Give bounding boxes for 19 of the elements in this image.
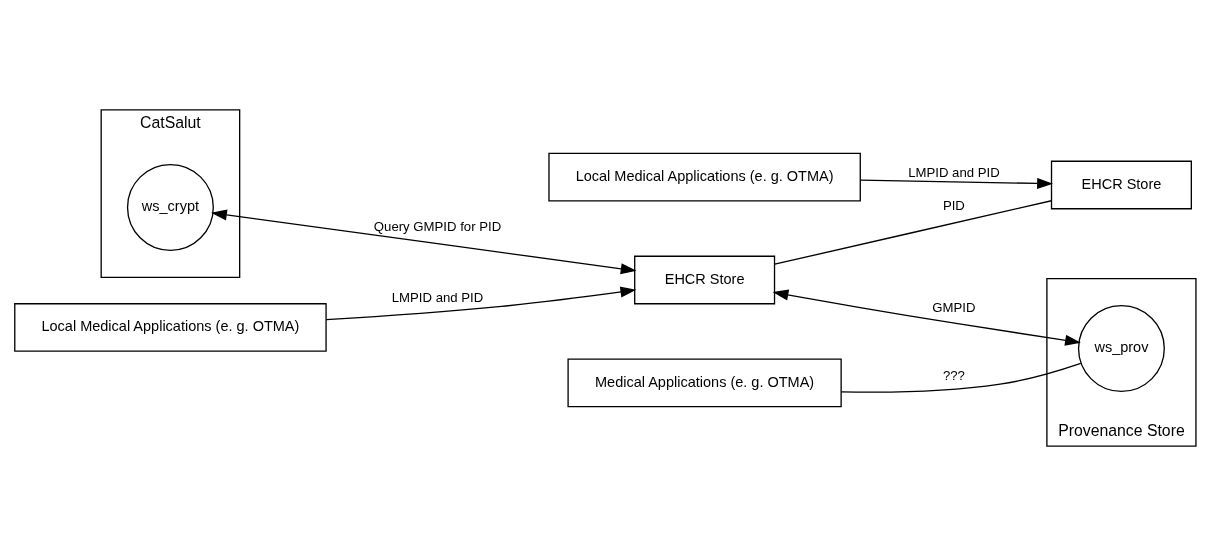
connector bbox=[774, 199, 1053, 265]
edge-label: Query GMPID for PID bbox=[373, 218, 502, 234]
edge-label: GMPID bbox=[932, 299, 976, 315]
edge-label: ??? bbox=[942, 367, 965, 383]
edge-label: LMPID and PID bbox=[908, 164, 1000, 180]
node-box: Local Medical Applications (e. g. OTMA) bbox=[14, 302, 327, 352]
edge-label: PID bbox=[942, 197, 965, 213]
connector bbox=[840, 362, 1082, 393]
arrow bbox=[860, 177, 1053, 189]
arrow bbox=[772, 288, 1081, 346]
node-box: Local Medical Applications (e. g. OTMA) bbox=[548, 152, 861, 201]
edge-label: LMPID and PID bbox=[391, 289, 484, 305]
node-circle: ws_prov bbox=[1077, 304, 1165, 392]
node-circle: ws_crypt bbox=[126, 163, 214, 251]
node-box: Medical Applications (e. g. OTMA) bbox=[567, 357, 842, 407]
arrow bbox=[325, 286, 637, 320]
node-box: EHCR Store bbox=[1050, 160, 1192, 209]
arrow bbox=[211, 208, 637, 274]
node-box: EHCR Store bbox=[634, 255, 776, 304]
